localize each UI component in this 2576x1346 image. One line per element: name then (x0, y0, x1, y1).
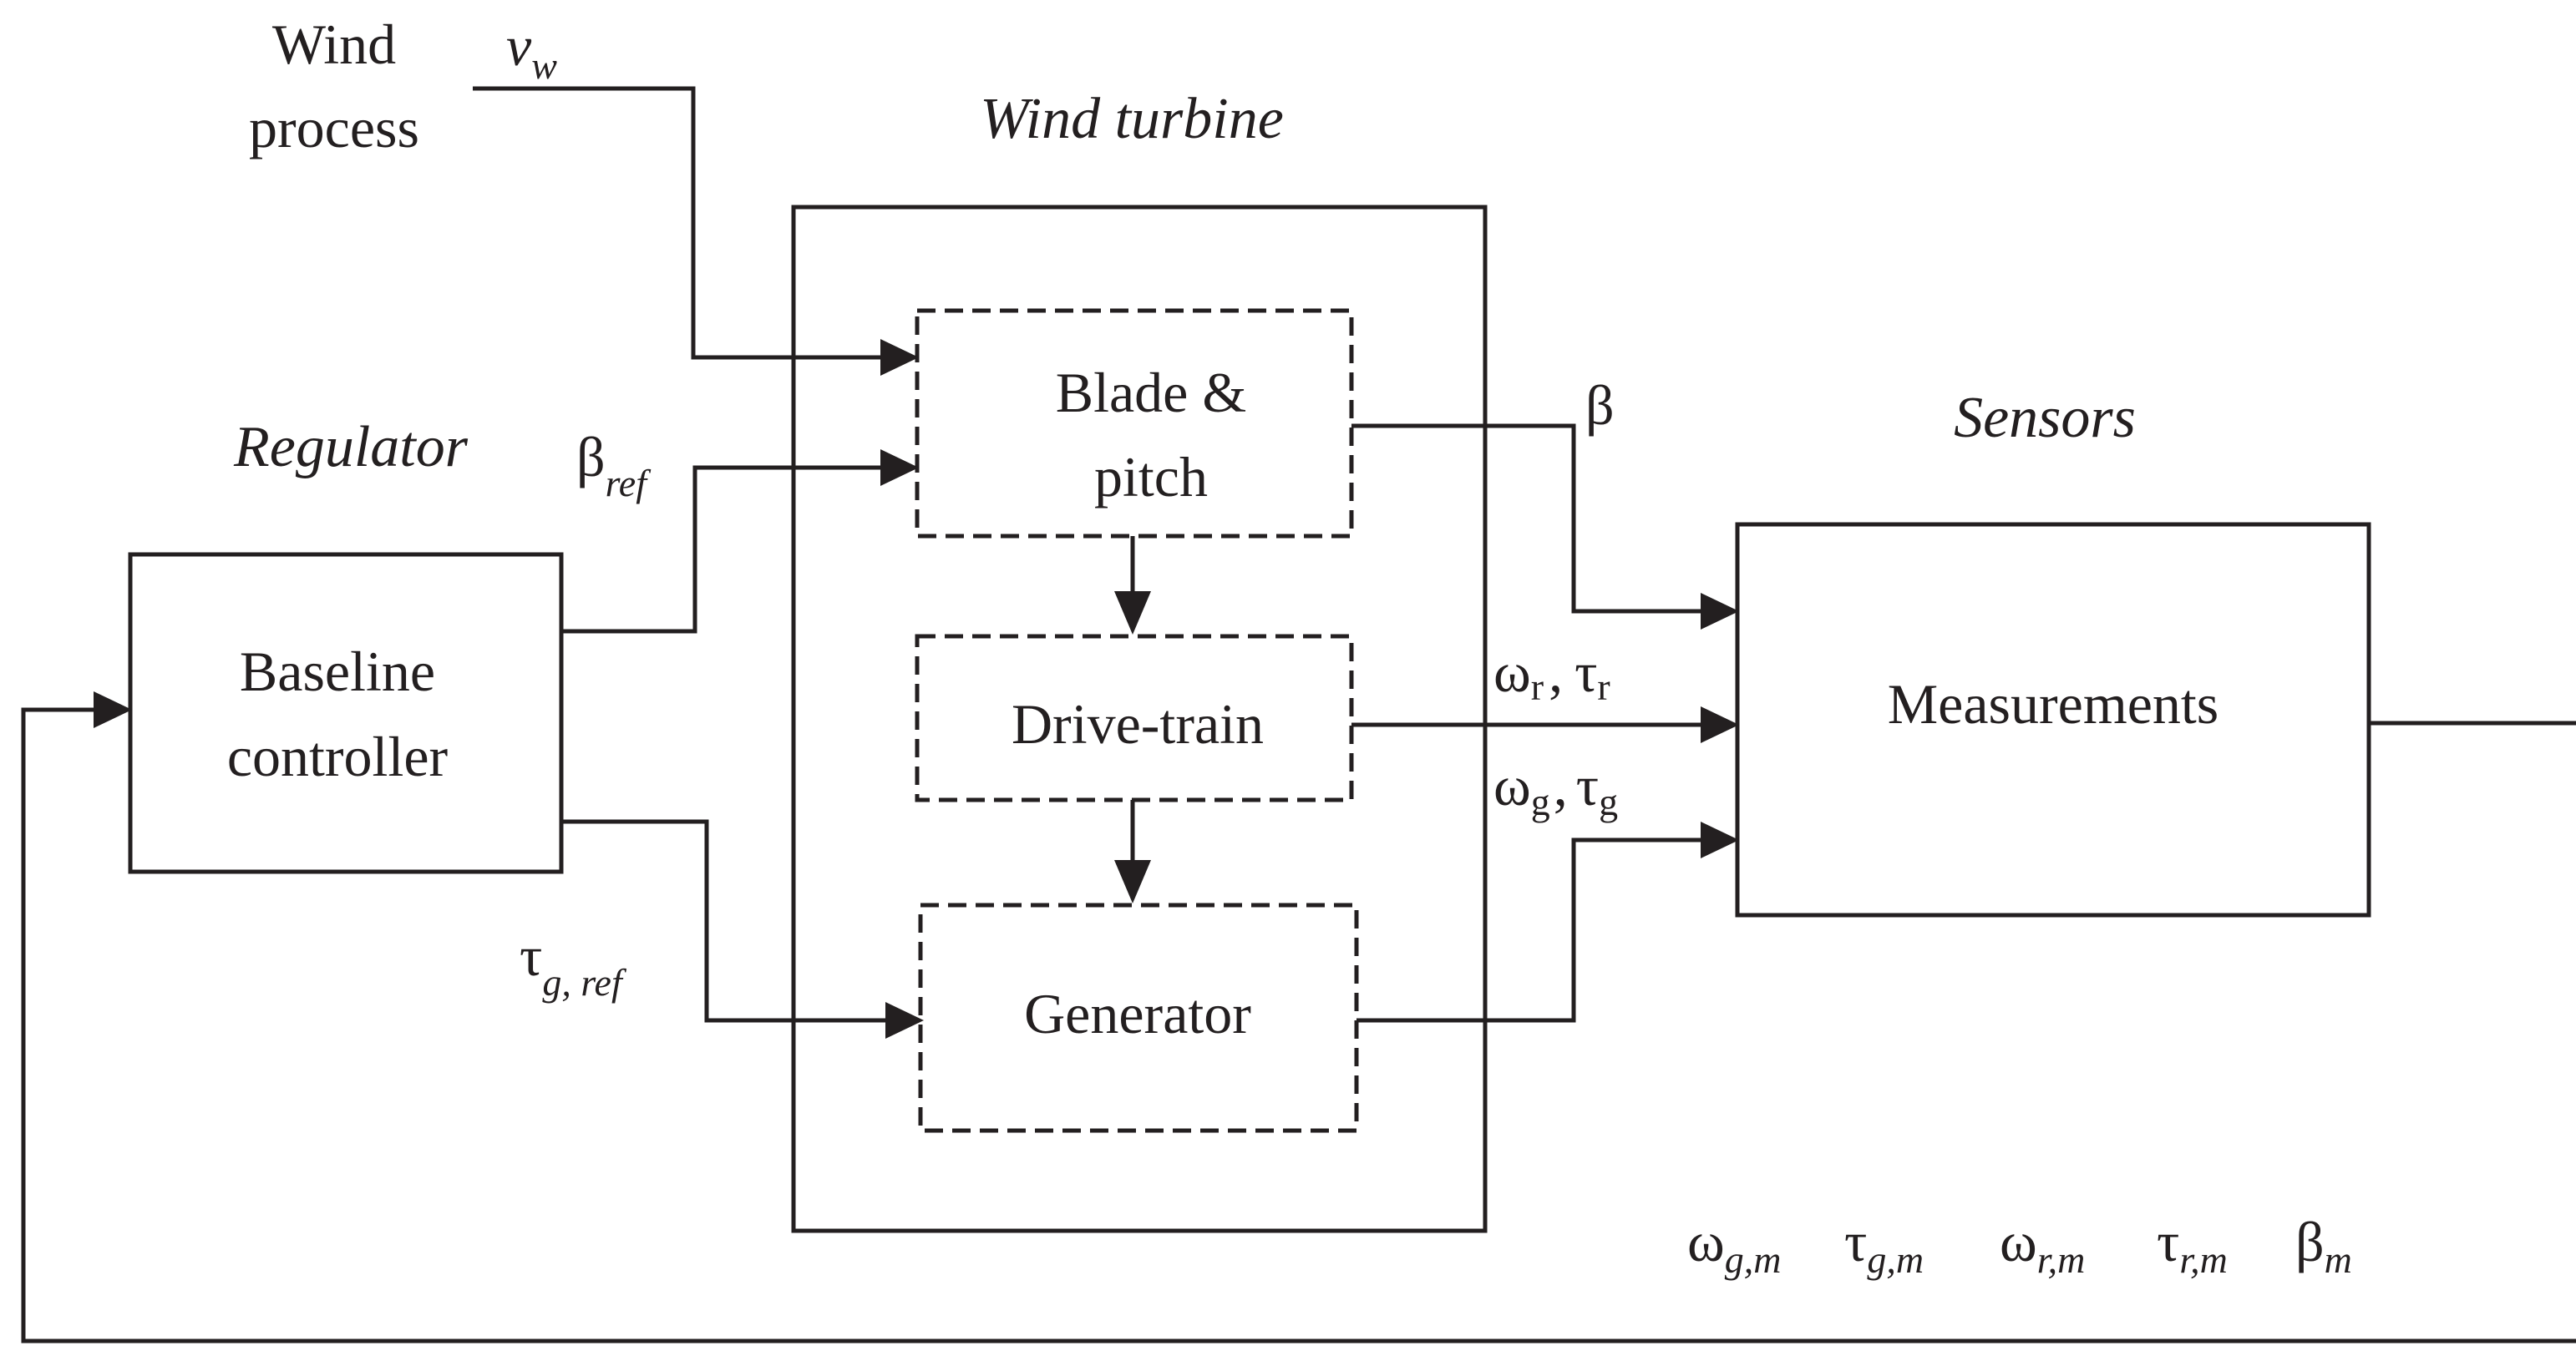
drive-train-label: Drive-train (1012, 692, 1264, 756)
baseline-controller-box (128, 552, 564, 874)
torque-reference-wire (561, 819, 887, 1023)
feedback-beta-m: βm (2295, 1210, 2352, 1281)
rotor-signals-label: ωr,τr (1493, 640, 1610, 708)
pitch-reference-label: βref (576, 425, 652, 504)
arrowhead-to-drivetrain (1114, 591, 1151, 635)
feedback-omega-g-m: ωg,m (1687, 1210, 1782, 1281)
measurements-label: Measurements (1888, 672, 2219, 736)
blade-label-line2: pitch (1094, 445, 1208, 509)
wind-turbine-title: Wind turbine (980, 87, 1284, 151)
generator-label: Generator (1024, 982, 1251, 1045)
process-label: process (249, 96, 419, 159)
torque-reference-label: τg, ref (520, 924, 627, 1004)
measurements-box (1735, 522, 2371, 918)
arrowhead-feedback (94, 691, 132, 728)
pitch-angle-wire (1351, 423, 1702, 614)
baseline-label-line2: controller (227, 725, 449, 788)
wind-turbine-box (791, 205, 1488, 1233)
arrowhead-generator (1701, 822, 1739, 858)
wind-speed-wire (473, 86, 882, 360)
arrowhead-to-generator (1114, 860, 1151, 903)
regulator-title: Regulator (233, 415, 469, 479)
arrowhead-beta (1701, 593, 1739, 630)
feedback-omega-r-m: ωr,m (2000, 1210, 2085, 1281)
arrowhead-pitch-ref (880, 449, 919, 486)
arrowhead-wind (880, 339, 919, 376)
wind-label: Wind (272, 13, 396, 76)
pitch-reference-wire (561, 465, 882, 634)
wind-speed-label: vw (506, 14, 557, 87)
pitch-angle-label: β (1585, 373, 1615, 437)
generator-signals-label: ωg,τg (1493, 754, 1618, 823)
arrowhead-torque-ref (885, 1002, 924, 1039)
feedback-tau-g-m: τg,m (1844, 1210, 1924, 1281)
baseline-label-line1: Baseline (240, 640, 435, 703)
feedback-tau-r-m: τr,m (2157, 1210, 2228, 1281)
generator-signals-wire (1356, 837, 1702, 1023)
arrowhead-rotor (1701, 706, 1739, 743)
blade-label-line1: Blade & (1056, 361, 1247, 424)
feedback-wire (21, 707, 2576, 1343)
sensors-title: Sensors (1954, 386, 2136, 450)
